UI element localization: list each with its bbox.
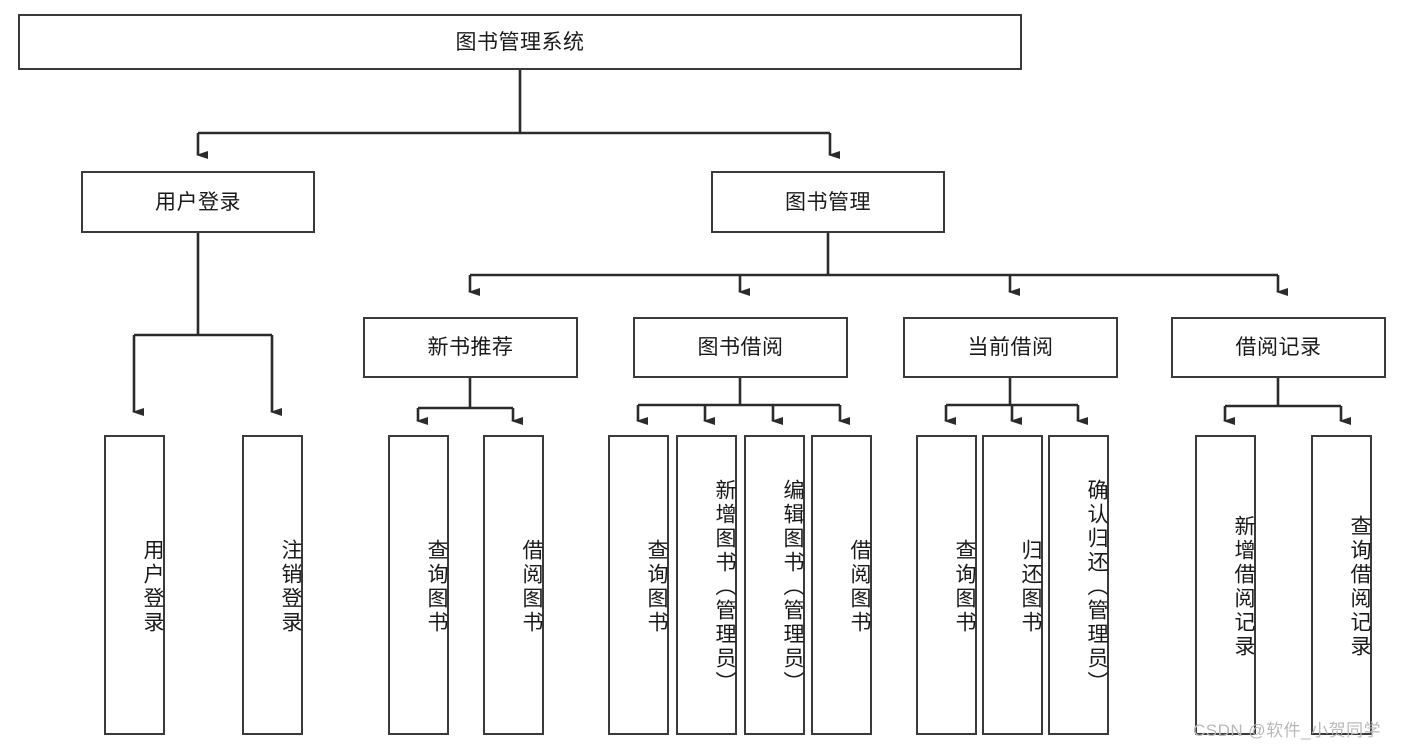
node-borrow-record[interactable]: 借阅记录 — [1171, 317, 1386, 378]
node-leaf-borrow-book-1-label: 借阅图书 — [520, 539, 543, 635]
node-leaf-add-record-label: 新增借阅记录 — [1232, 515, 1255, 659]
node-leaf-confirm-return[interactable]: 确认归还（管理员） — [1048, 435, 1109, 735]
node-leaf-user-login[interactable]: 用户登录 — [104, 435, 165, 735]
node-leaf-add-book[interactable]: 新增图书（管理员） — [676, 435, 737, 735]
node-new-book-recommend[interactable]: 新书推荐 — [363, 317, 578, 378]
node-leaf-return-book[interactable]: 归还图书 — [982, 435, 1043, 735]
node-leaf-borrow-book-2[interactable]: 借阅图书 — [811, 435, 872, 735]
node-leaf-query-book-2[interactable]: 查询图书 — [608, 435, 669, 735]
node-leaf-query-book-1[interactable]: 查询图书 — [388, 435, 449, 735]
watermark-text: CSDN @软件_小贺同学 — [1193, 721, 1382, 740]
node-leaf-query-record-label: 查询借阅记录 — [1348, 515, 1371, 659]
node-borrow-record-label: 借阅记录 — [1235, 336, 1322, 359]
node-leaf-add-record[interactable]: 新增借阅记录 — [1195, 435, 1256, 735]
node-user-login-label: 用户登录 — [155, 190, 241, 214]
node-leaf-edit-book-label: 编辑图书（管理员） — [781, 479, 804, 695]
node-leaf-user-login-label: 用户登录 — [141, 539, 164, 635]
node-leaf-add-book-label: 新增图书（管理员） — [713, 479, 736, 695]
node-leaf-logout-login-label: 注销登录 — [279, 539, 302, 635]
node-leaf-borrow-book-2-label: 借阅图书 — [848, 539, 871, 635]
node-leaf-query-book-1-label: 查询图书 — [425, 539, 448, 635]
node-leaf-query-book-3-label: 查询图书 — [953, 539, 976, 635]
node-leaf-query-book-2-label: 查询图书 — [645, 539, 668, 635]
node-current-borrow[interactable]: 当前借阅 — [903, 317, 1118, 378]
node-current-borrow-label: 当前借阅 — [967, 336, 1054, 359]
node-book-management[interactable]: 图书管理 — [711, 171, 945, 233]
node-user-login[interactable]: 用户登录 — [81, 171, 315, 233]
node-leaf-query-record[interactable]: 查询借阅记录 — [1311, 435, 1372, 735]
node-leaf-logout-login[interactable]: 注销登录 — [242, 435, 303, 735]
node-book-borrow[interactable]: 图书借阅 — [633, 317, 848, 378]
node-root-label: 图书管理系统 — [455, 30, 585, 54]
node-book-management-label: 图书管理 — [785, 190, 871, 214]
node-leaf-edit-book[interactable]: 编辑图书（管理员） — [744, 435, 805, 735]
node-root[interactable]: 图书管理系统 — [18, 14, 1022, 70]
node-leaf-return-book-label: 归还图书 — [1019, 539, 1042, 635]
node-book-borrow-label: 图书借阅 — [697, 336, 784, 359]
node-new-book-recommend-label: 新书推荐 — [427, 336, 514, 359]
node-leaf-query-book-3[interactable]: 查询图书 — [916, 435, 977, 735]
node-leaf-confirm-return-label: 确认归还（管理员） — [1085, 479, 1108, 695]
node-leaf-borrow-book-1[interactable]: 借阅图书 — [483, 435, 544, 735]
